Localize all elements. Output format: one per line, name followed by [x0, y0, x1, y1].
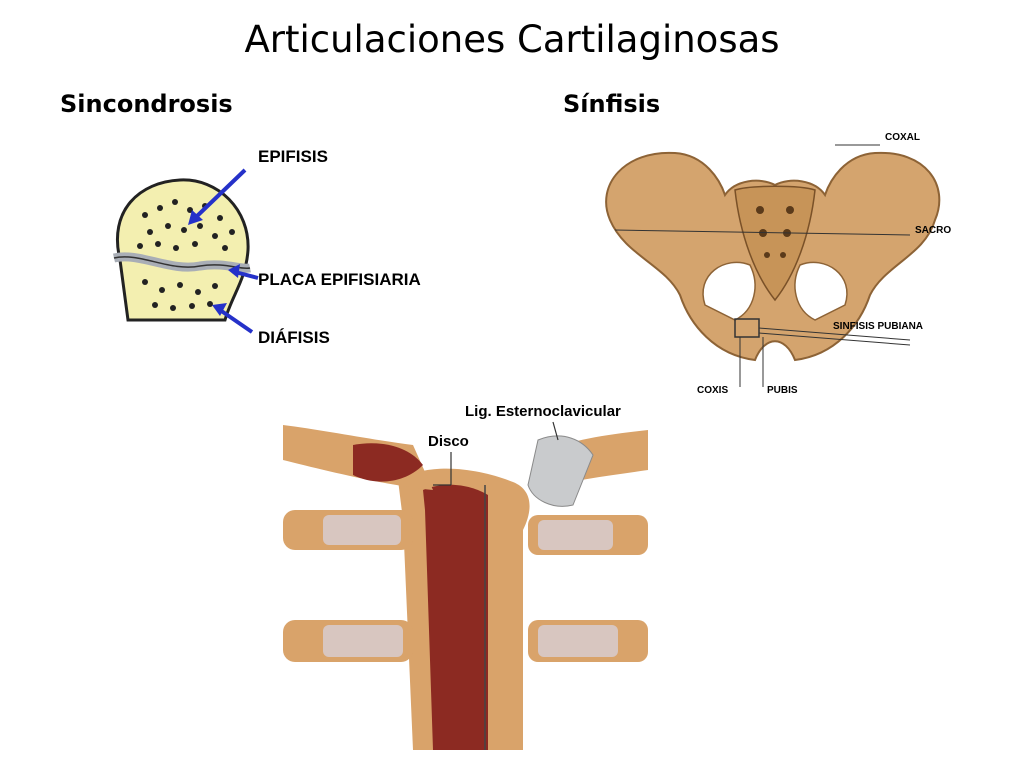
bone-pores [137, 199, 235, 311]
pointer-arrows [188, 168, 259, 334]
label-coxis: COXIS [697, 385, 728, 396]
label-pubis: PUBIS [767, 385, 798, 396]
sacrum [734, 185, 816, 302]
costal-cartilages [283, 510, 648, 662]
subtitle-sinfisis: Sínfisis [563, 90, 661, 118]
label-coxal: COXAL [885, 132, 920, 143]
subtitle-sincondrosis: Sincondrosis [60, 90, 233, 118]
sincondrosis-illustration: EPIFISIS PLACA EPIFISIARIA DIÁFISIS [112, 147, 421, 347]
pelvis-illustration: COXAL SACRO SINFISIS PUBIANA COXIS PUBIS [605, 132, 951, 396]
esternoclavicular-illustration: Lig. Esternoclavicular Disco [283, 400, 648, 750]
clavicle-left-marrow [353, 443, 423, 482]
label-disco: Disco [428, 433, 469, 450]
label-epifisis: EPIFISIS [258, 147, 328, 166]
ligament-right [527, 435, 594, 507]
label-placa-epifisiaria: PLACA EPIFISIARIA [258, 270, 421, 289]
slide-title: Articulaciones Cartilaginosas [244, 18, 780, 61]
bone-head [116, 178, 250, 322]
sternum-marrow [423, 484, 488, 750]
label-sacro: SACRO [915, 225, 951, 236]
label-diafisis: DIÁFISIS [258, 328, 330, 347]
label-sinfisis-pubiana: SINFISIS PUBIANA [833, 321, 923, 332]
label-ligamento-esternoclavicular: Lig. Esternoclavicular [465, 403, 621, 420]
